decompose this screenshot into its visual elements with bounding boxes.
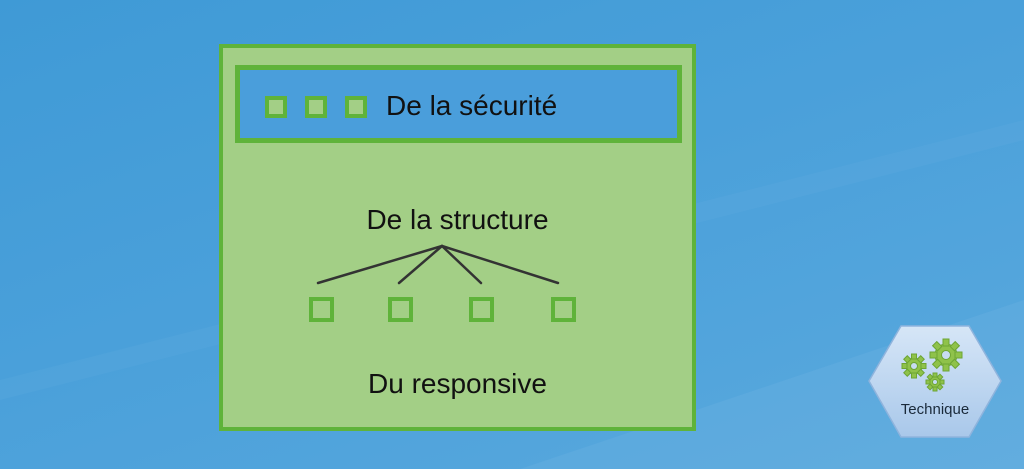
window-control-square [265,96,287,118]
tree-branch [440,244,483,285]
tree-node [388,297,413,322]
gears-icon [901,338,963,392]
window-control-square [305,96,327,118]
window-titlebar: De la sécurité [235,65,682,143]
security-label: De la sécurité [386,90,558,121]
structure-tree [316,244,560,285]
tree-branch [316,244,444,285]
hexagon-badge-shape [868,325,1002,438]
responsive-label: Du responsive [368,368,547,399]
badge-label: Technique [900,401,970,418]
tree-branch [397,244,444,285]
tree-branch [440,244,560,285]
tree-node [469,297,494,322]
tree-node [551,297,576,322]
structure-label: De la structure [366,204,549,235]
technique-badge: Technique [867,324,1003,439]
window-control-square [345,96,367,118]
browser-window-diagram: De la sécurité De la structure Du respon… [219,44,696,431]
tree-node [309,297,334,322]
